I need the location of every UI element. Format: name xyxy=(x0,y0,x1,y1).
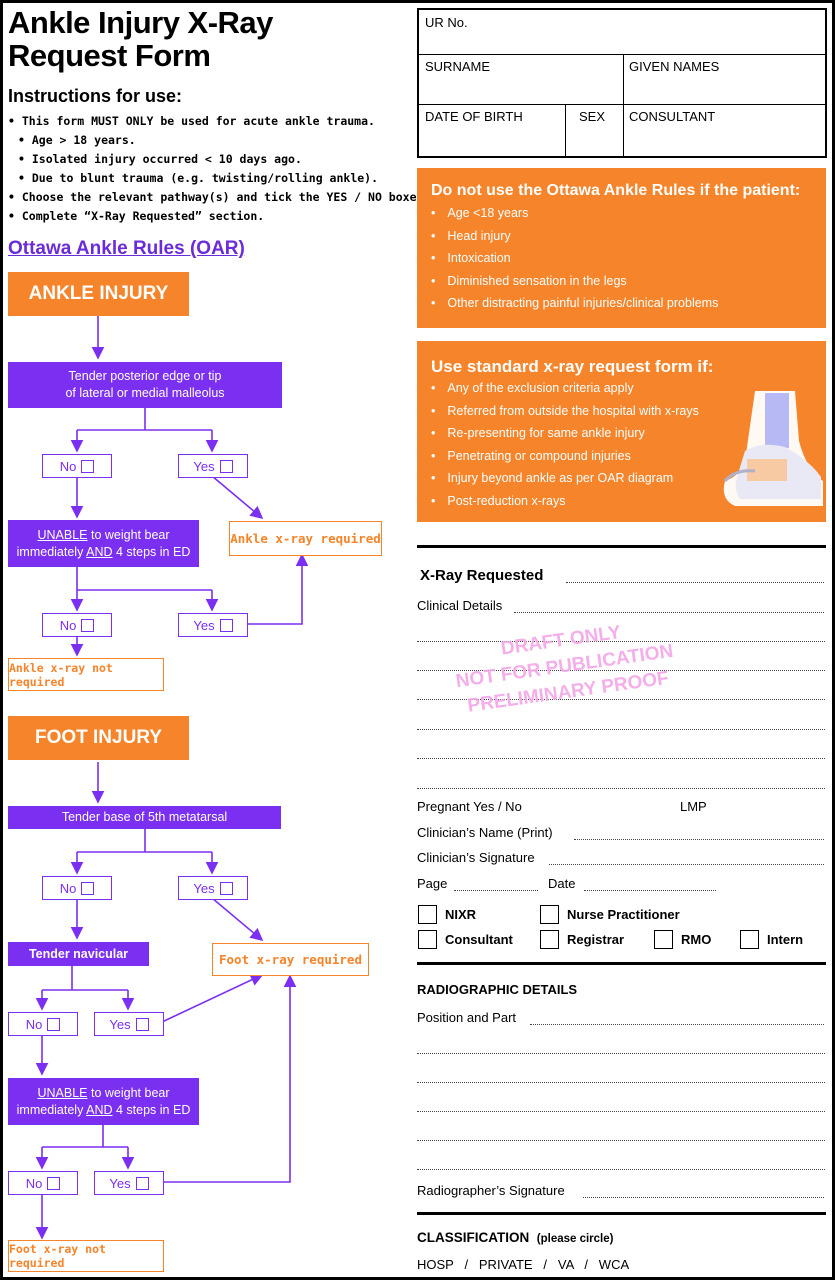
foot-q2-no-checkbox[interactable]: No xyxy=(8,1012,78,1036)
page-line[interactable] xyxy=(454,890,538,891)
clinical-details-label: Clinical Details xyxy=(417,598,503,613)
standard-item: Post-reduction x-rays xyxy=(431,490,826,513)
role-nixr-checkbox[interactable]: NIXR xyxy=(418,905,476,924)
standard-item: Injury beyond ankle as per OAR diagram xyxy=(431,467,826,490)
instruction-item: • This form MUST ONLY be used for acute … xyxy=(8,114,375,128)
surname-field[interactable]: SURNAME xyxy=(425,59,491,74)
role-rmo-checkbox[interactable]: RMO xyxy=(654,930,711,949)
date-label: Date xyxy=(548,876,576,891)
standard-item: Penetrating or compound injuries xyxy=(431,445,826,468)
radiographic-details-heading: RADIOGRAPHIC DETAILS xyxy=(417,982,578,997)
section-divider xyxy=(417,1212,826,1215)
ankle-q1-yes-checkbox[interactable]: Yes xyxy=(178,454,248,478)
foot-xray-not-required-box: Foot x-ray not required xyxy=(8,1240,164,1272)
radiographic-line[interactable] xyxy=(417,1053,825,1054)
instruction-item: • Choose the relevant pathway(s) and tic… xyxy=(8,190,431,204)
exclusion-item: Head injury xyxy=(431,225,826,248)
standard-item: Re-presenting for same ankle injury xyxy=(431,422,826,445)
instructions-list: • This form MUST ONLY be used for acute … xyxy=(8,112,430,226)
ankle-injury-header: ANKLE INJURY xyxy=(8,272,189,316)
lmp-label: LMP xyxy=(680,799,707,814)
clinician-name-line[interactable] xyxy=(574,839,824,840)
standard-list: Any of the exclusion criteria apply Refe… xyxy=(431,377,826,512)
clinical-line[interactable] xyxy=(417,788,825,789)
radiographic-line[interactable] xyxy=(417,1082,825,1083)
exclusion-item: Diminished sensation in the legs xyxy=(431,270,826,293)
foot-question-metatarsal: Tender base of 5th metatarsal xyxy=(8,806,281,829)
exclusion-item: Intoxication xyxy=(431,247,826,270)
position-part-label: Position and Part xyxy=(417,1010,517,1025)
standard-heading: Use standard x-ray request form if: xyxy=(431,357,714,376)
foot-q3-no-checkbox[interactable]: No xyxy=(8,1171,78,1195)
consultant-field[interactable]: CONSULTANT xyxy=(629,109,716,124)
standard-item: Referred from outside the hospital with … xyxy=(431,400,826,423)
ankle-anatomy-illustration xyxy=(723,391,823,506)
clinical-line[interactable] xyxy=(417,758,825,759)
instruction-item: • Due to blunt trauma (e.g. twisting/rol… xyxy=(18,171,379,185)
foot-q2-yes-checkbox[interactable]: Yes xyxy=(94,1012,164,1036)
date-of-birth-field[interactable]: DATE OF BIRTH xyxy=(425,109,523,124)
exclusion-list: Age <18 years Head injury Intoxication D… xyxy=(431,202,826,315)
role-consultant-checkbox[interactable]: Consultant xyxy=(418,930,513,949)
ankle-q2-no-checkbox[interactable]: No xyxy=(42,613,112,637)
oar-exclusion-panel: Do not use the Ottawa Ankle Rules if the… xyxy=(417,168,826,328)
xray-requested-line[interactable] xyxy=(566,582,824,583)
standard-item: Any of the exclusion criteria apply xyxy=(431,377,826,400)
exclusion-item: Other distracting painful injuries/clini… xyxy=(431,292,826,315)
given-names-field[interactable]: GIVEN NAMES xyxy=(629,59,720,74)
patient-id-table: UR No. SURNAME GIVEN NAMES DATE OF BIRTH… xyxy=(417,8,827,158)
role-nurse-practitioner-checkbox[interactable]: Nurse Practitioner xyxy=(540,905,680,924)
foot-q3-yes-checkbox[interactable]: Yes xyxy=(94,1171,164,1195)
instructions-heading: Instructions for use: xyxy=(8,86,183,106)
sex-field[interactable]: SEX xyxy=(579,109,606,124)
flowchart-arrows xyxy=(35,316,309,1240)
classification-heading: CLASSIFICATION (please circle) xyxy=(417,1230,614,1245)
clinician-name-label: Clinician’s Name (Print) xyxy=(417,825,553,840)
radiographer-signature-line[interactable] xyxy=(583,1197,824,1198)
role-intern-checkbox[interactable]: Intern xyxy=(740,930,803,949)
section-divider xyxy=(417,545,826,548)
standard-form-panel: Use standard x-ray request form if: Any … xyxy=(417,341,826,522)
xray-requested-label: X-Ray Requested xyxy=(420,567,544,584)
ur-number-field[interactable]: UR No. xyxy=(425,15,468,30)
radiographer-signature-label: Radiographer’s Signature xyxy=(417,1183,565,1198)
clinician-signature-line[interactable] xyxy=(549,864,824,865)
ankle-question-weight-bear: UNABLE to weight bear immediately AND 4 … xyxy=(8,520,199,567)
classification-options[interactable]: HOSP / PRIVATE / VA / WCA xyxy=(417,1257,630,1272)
instruction-item: • Isolated injury occurred < 10 days ago… xyxy=(18,152,302,166)
foot-question-weight-bear: UNABLE to weight bear immediately AND 4 … xyxy=(8,1078,199,1125)
ankle-xray-required-box: Ankle x-ray required xyxy=(229,521,382,556)
ankle-q1-no-checkbox[interactable]: No xyxy=(42,454,112,478)
instruction-item: • Complete “X-Ray Requested” section. xyxy=(8,209,265,223)
radiographic-line[interactable] xyxy=(417,1111,825,1112)
foot-xray-required-box: Foot x-ray required xyxy=(212,943,369,976)
pregnant-label[interactable]: Pregnant Yes / No xyxy=(417,799,522,814)
section-divider xyxy=(417,962,826,965)
clinical-line[interactable] xyxy=(417,641,825,642)
oar-link[interactable]: Ottawa Ankle Rules (OAR) xyxy=(8,238,245,259)
ankle-question-malleolus: Tender posterior edge or tip of lateral … xyxy=(8,362,282,408)
date-line[interactable] xyxy=(584,890,716,891)
ankle-q2-yes-checkbox[interactable]: Yes xyxy=(178,613,248,637)
clinical-line[interactable] xyxy=(417,729,825,730)
foot-injury-header: FOOT INJURY xyxy=(8,716,189,760)
foot-question-navicular: Tender navicular xyxy=(8,942,149,966)
radiographic-line[interactable] xyxy=(417,1140,825,1141)
foot-q1-no-checkbox[interactable]: No xyxy=(42,876,112,900)
instruction-item: • Age > 18 years. xyxy=(18,133,136,147)
page-label: Page xyxy=(417,876,448,891)
clinical-line[interactable] xyxy=(417,699,825,700)
exclusion-item: Age <18 years xyxy=(431,202,826,225)
position-part-line[interactable] xyxy=(530,1024,824,1025)
clinician-signature-label: Clinician’s Signature xyxy=(417,850,535,865)
clinical-line[interactable] xyxy=(417,670,825,671)
ankle-xray-not-required-box: Ankle x-ray not required xyxy=(8,658,164,691)
foot-q1-yes-checkbox[interactable]: Yes xyxy=(178,876,248,900)
role-registrar-checkbox[interactable]: Registrar xyxy=(540,930,624,949)
clinical-details-line[interactable] xyxy=(514,612,824,613)
exclusion-heading: Do not use the Ottawa Ankle Rules if the… xyxy=(431,182,801,199)
radiographic-line[interactable] xyxy=(417,1169,825,1170)
